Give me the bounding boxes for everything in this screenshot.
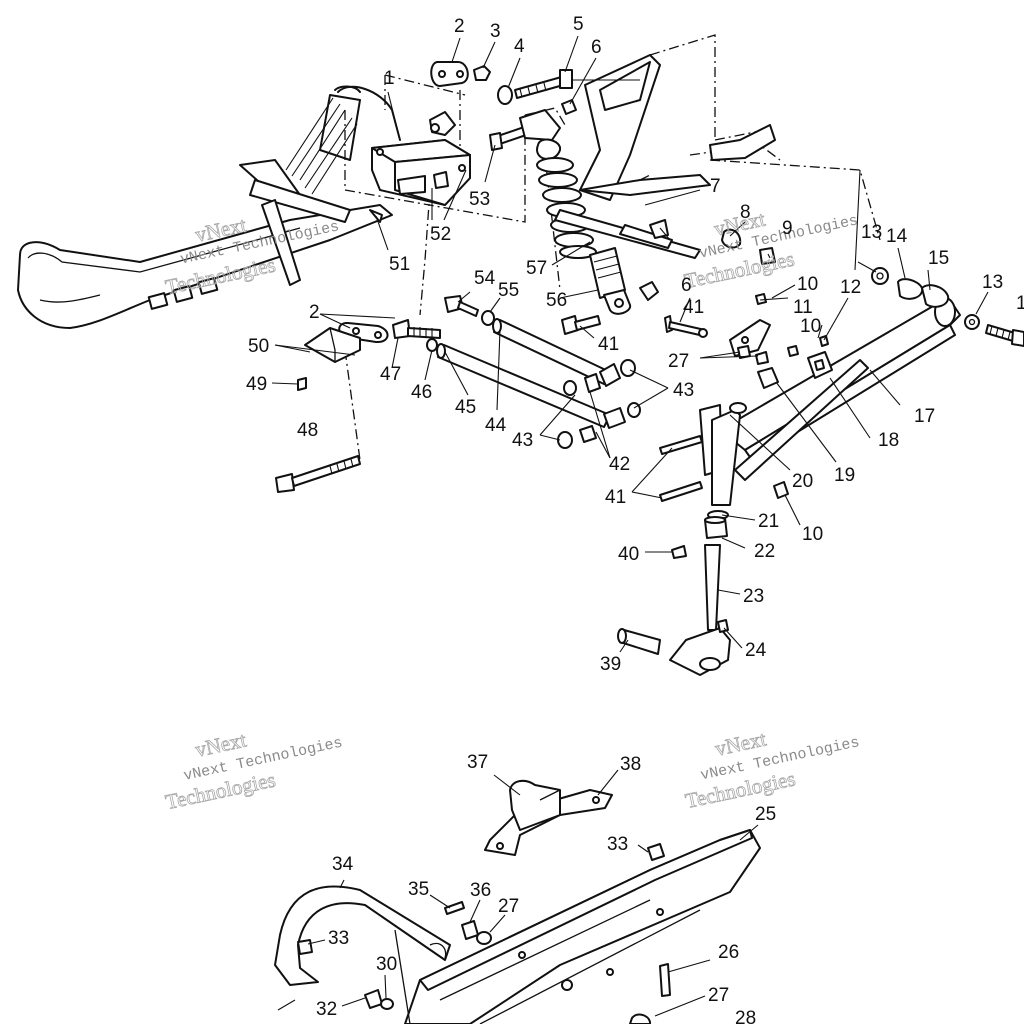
shock-spring-coils [536, 157, 597, 259]
cross-tube-44 [492, 318, 611, 385]
callout-2-upper: 2 [454, 16, 465, 37]
callout-11: 11 [793, 297, 813, 318]
bushings-42-43 [557, 359, 641, 449]
callout-39: 39 [600, 654, 621, 675]
watermark-bottom-right: vNext vNext Technologies Technologies [683, 726, 861, 813]
callout-51: 51 [389, 254, 410, 275]
ski-body [404, 829, 761, 1024]
front-shock-absorber [519, 109, 632, 315]
callout-23: 23 [743, 586, 764, 607]
callout-41-b: 41 [598, 334, 619, 355]
callout-14: 14 [886, 226, 908, 247]
callout-6-lower: 6 [681, 275, 692, 296]
callout-43-a: 43 [673, 380, 694, 401]
callout-6-upper: 6 [591, 37, 602, 58]
callout-3: 3 [490, 21, 501, 42]
callout-9: 9 [782, 218, 793, 239]
callout-labels: 1 2 2 3 4 5 6 6 7 8 9 10 10 10 11 12 13 … [246, 14, 1024, 1024]
callout-46: 46 [411, 382, 432, 403]
callout-48: 48 [297, 420, 318, 441]
callout-49: 49 [246, 374, 267, 395]
callout-37: 37 [467, 752, 488, 773]
callout-13-a: 13 [861, 222, 882, 243]
callout-27-b: 27 [668, 351, 689, 372]
upper-shock-mount-bracket [371, 111, 471, 206]
callout-20: 20 [792, 471, 813, 492]
callout-50: 50 [248, 336, 269, 357]
callout-10-b: 10 [800, 316, 821, 337]
watermark-bottom-left: vNext vNext Technologies Technologies [163, 727, 344, 814]
watermark-top-right: vNext vNext Technologies Technologies [682, 206, 860, 293]
left-shock-spring [285, 85, 361, 195]
callout-53: 53 [469, 189, 490, 210]
callout-16-partial: 1 [1016, 293, 1024, 314]
ski-runner-bracket [484, 779, 613, 856]
callout-56: 56 [546, 290, 567, 311]
callout-42: 42 [609, 454, 630, 475]
callout-57: 57 [526, 258, 547, 279]
callout-4: 4 [514, 36, 525, 57]
callout-24: 24 [745, 640, 767, 661]
callout-41-c: 41 [605, 487, 626, 508]
callout-12: 12 [840, 277, 861, 298]
callout-45: 45 [455, 397, 476, 418]
callout-41-a: 41 [683, 297, 704, 318]
callout-7: 7 [710, 176, 721, 197]
arm-plates-and-nuts [729, 293, 833, 499]
callout-1: 1 [384, 68, 395, 89]
callout-35: 35 [408, 879, 429, 900]
shock-link-plate-upper [430, 61, 469, 87]
leader-lines [271, 35, 989, 1017]
callout-27-c: 27 [708, 985, 729, 1006]
callout-21: 21 [758, 511, 779, 532]
callout-52: 52 [430, 224, 451, 245]
cross-tube-45 [436, 343, 611, 428]
callout-19: 19 [834, 465, 855, 486]
callout-44: 44 [485, 415, 507, 436]
bulkhead-steering-bracket [579, 54, 776, 201]
callout-8: 8 [740, 202, 751, 223]
arm-pivot-hardware [871, 267, 1024, 347]
callout-13-b: 13 [982, 272, 1003, 293]
callout-10-c: 10 [802, 524, 823, 545]
callout-15: 15 [928, 248, 949, 269]
spindle-sleeve [617, 628, 661, 655]
callout-38: 38 [620, 754, 641, 775]
callout-40: 40 [618, 544, 639, 565]
mounting-hardware-mid [392, 295, 708, 352]
callout-10-a: 10 [797, 274, 818, 295]
callout-34: 34 [332, 854, 354, 875]
callout-22: 22 [754, 541, 775, 562]
callout-54: 54 [474, 268, 496, 289]
callout-33-b: 33 [607, 834, 628, 855]
assembled-ski-view [17, 85, 401, 329]
spindle-housing [699, 402, 747, 520]
callout-5: 5 [573, 14, 584, 35]
callout-27-a: 27 [498, 896, 519, 917]
callout-17: 17 [914, 406, 935, 427]
callout-28-partial: 28 [735, 1008, 756, 1024]
callout-43-b: 43 [512, 430, 533, 451]
steering-tie-rod [554, 209, 776, 301]
callout-47: 47 [380, 364, 401, 385]
callout-25: 25 [755, 804, 776, 825]
spindle-bushing [704, 516, 728, 539]
callout-33-a: 33 [328, 928, 349, 949]
ski-spindle [669, 544, 731, 676]
callout-26: 26 [718, 942, 739, 963]
callout-30: 30 [376, 954, 397, 975]
callout-55: 55 [498, 280, 519, 301]
callout-18: 18 [878, 430, 899, 451]
bumper-bracket [297, 327, 361, 391]
ski-hardware [297, 843, 671, 1024]
callout-2-lower: 2 [309, 302, 320, 323]
long-bolt-48 [275, 455, 361, 493]
callout-36: 36 [470, 880, 491, 901]
callout-32: 32 [316, 999, 337, 1020]
